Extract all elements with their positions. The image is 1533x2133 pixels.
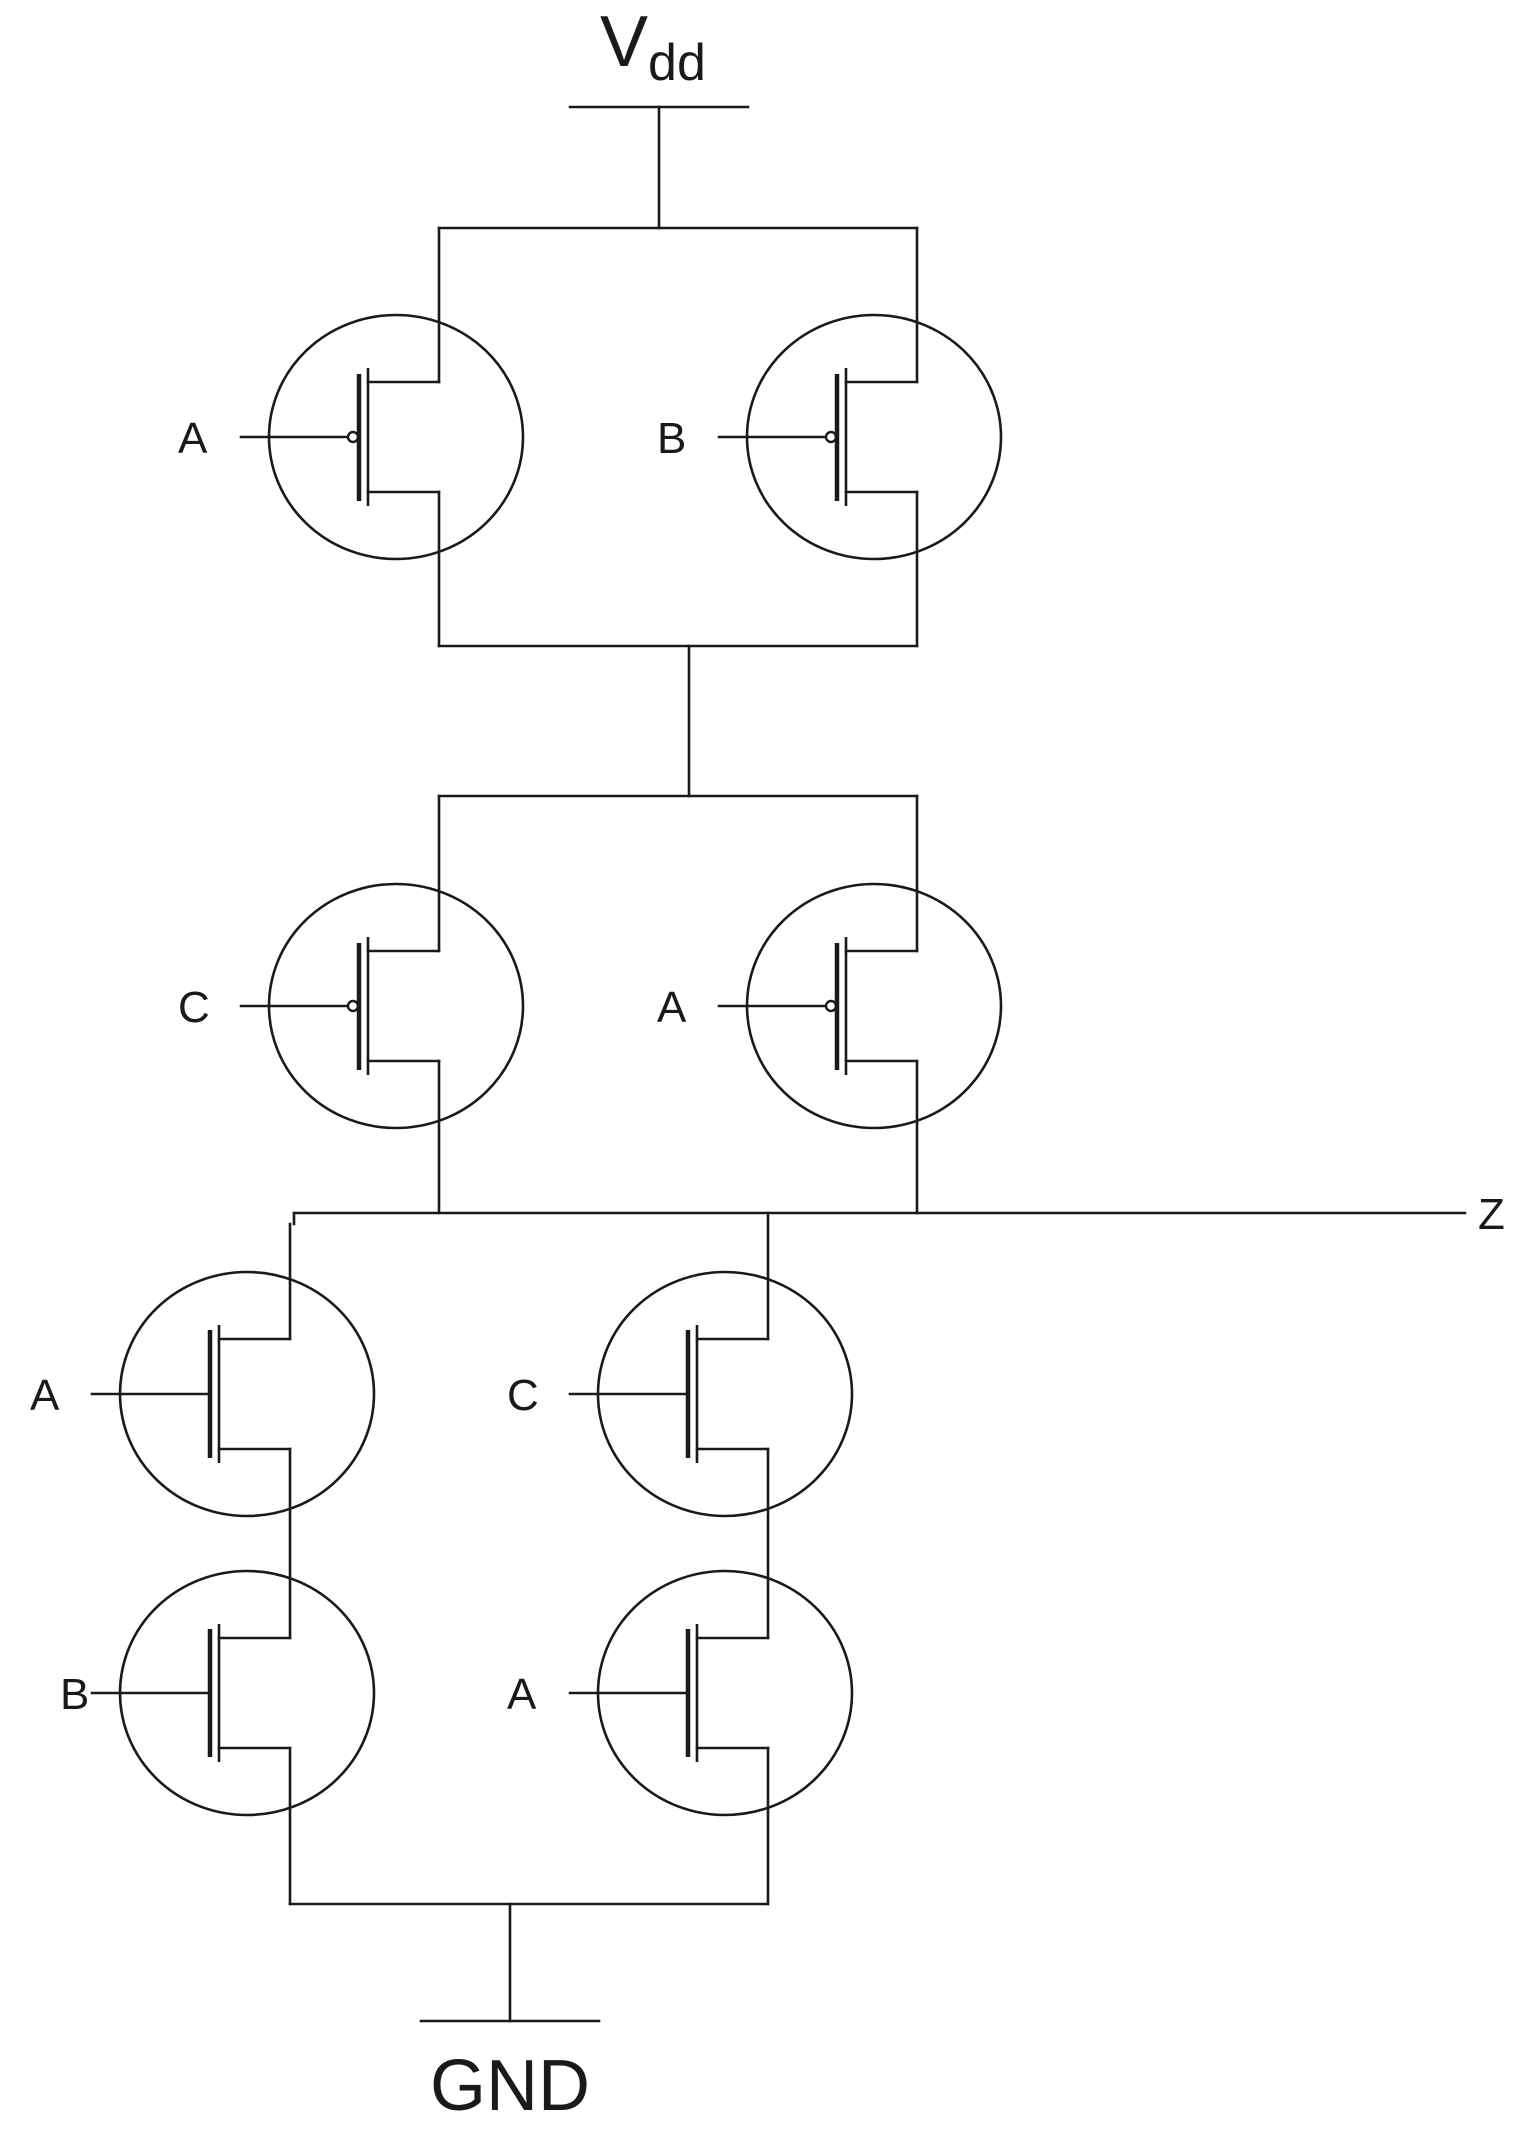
nmos-network-wiring: [288, 1211, 770, 2023]
nmos-transistor-c: C: [507, 1270, 854, 1518]
ground-rail: GND: [419, 2019, 601, 2126]
nmos-gate-label: C: [507, 1371, 539, 1420]
nmos-gate-label: A: [30, 1371, 60, 1420]
output-label: Z: [1478, 1190, 1505, 1239]
svg-text:Vdd: Vdd: [600, 2, 706, 92]
pmos-transistor-a-1: A: [178, 313, 525, 561]
pmos-mid-pair-wiring: [437, 794, 919, 1215]
pmos-gate-label: A: [178, 414, 208, 463]
pmos-transistor-a-2: A: [657, 882, 1003, 1130]
pmos-gate-label: A: [657, 983, 687, 1032]
pmos-transistor-b: B: [657, 313, 1003, 561]
pmos-gate-label: B: [657, 414, 686, 463]
nmos-gate-label: B: [60, 1670, 89, 1719]
pmos-transistor-c: C: [178, 882, 525, 1130]
vdd-subscript: dd: [648, 34, 706, 92]
pmos-gate-label: C: [178, 983, 210, 1032]
nmos-gate-label: A: [507, 1670, 537, 1719]
nmos-transistor-a-1: A: [30, 1270, 376, 1518]
vdd-rail: Vdd: [568, 2, 750, 230]
nmos-transistor-b: B: [60, 1569, 376, 1817]
nmos-transistor-a-2: A: [507, 1569, 854, 1817]
gnd-label: GND: [430, 2046, 590, 2126]
pmos-top-pair-wiring: [437, 226, 919, 798]
output-node: Z: [292, 1190, 1505, 1239]
vdd-label: V: [600, 2, 648, 82]
